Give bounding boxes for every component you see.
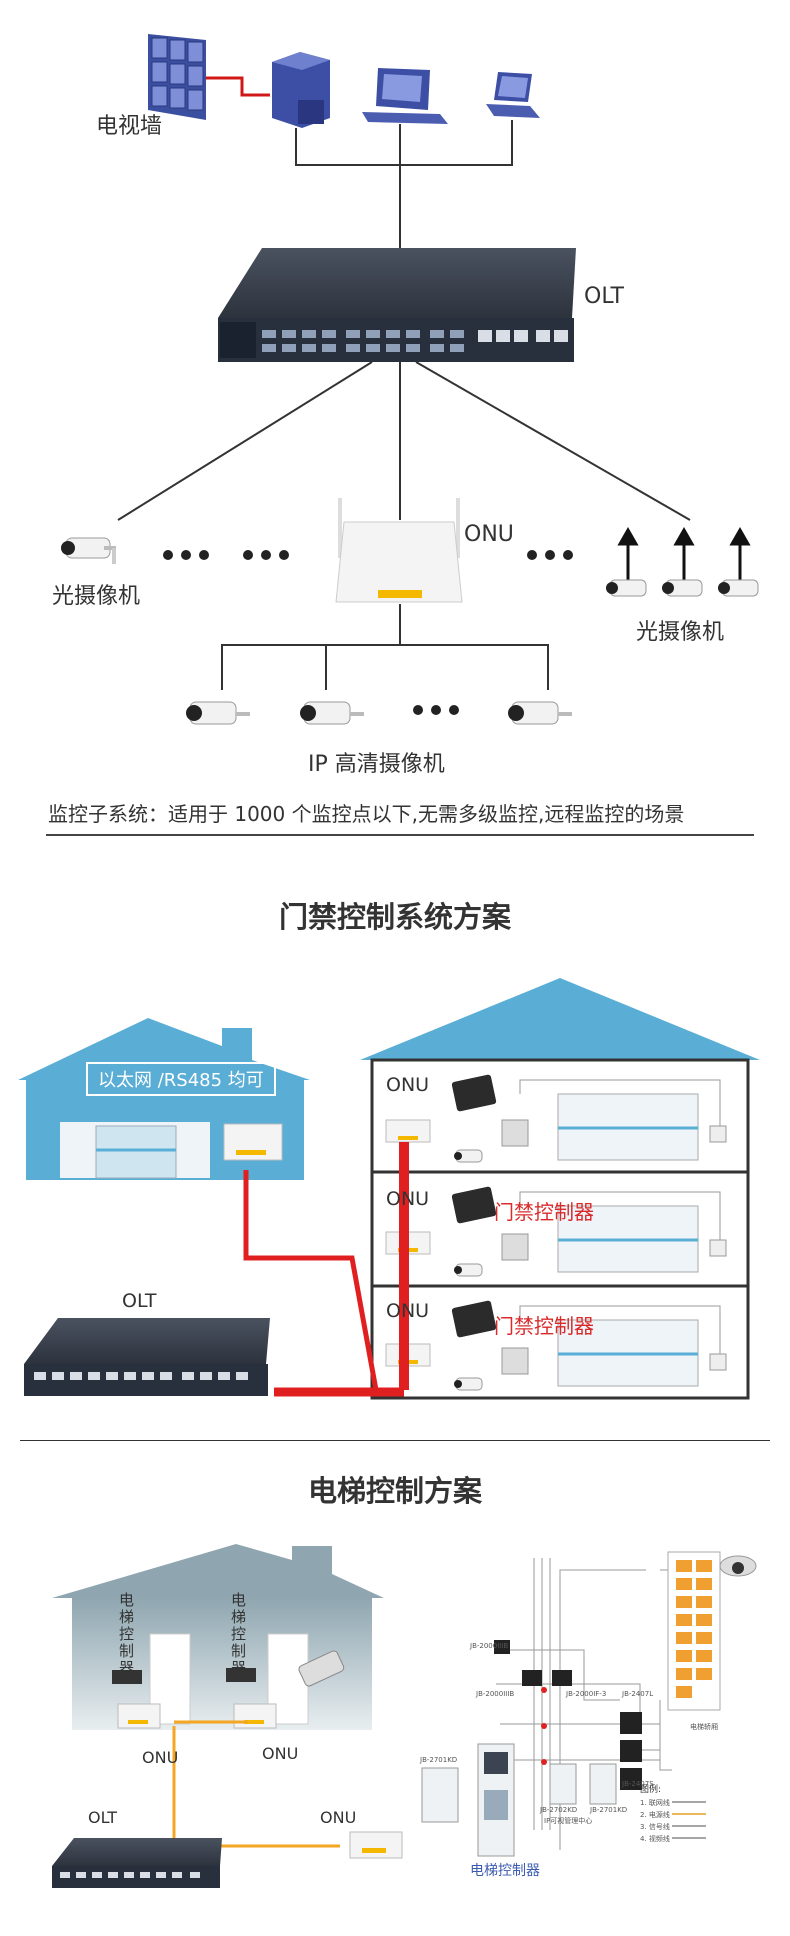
- automatic-doors-icons: [557, 1093, 699, 1387]
- elevator-onu-label-3: ONU: [320, 1808, 357, 1827]
- wiring-label-1: JB-2000IIIB: [476, 1690, 515, 1698]
- elevator-controller-label: 电梯控制器: [470, 1863, 540, 1879]
- onu-device-icon: [335, 498, 463, 603]
- elevator-olt-label: OLT: [88, 1808, 118, 1827]
- optical-camera-icons-right: [606, 526, 759, 597]
- olt-device-icon-2: [24, 1318, 270, 1396]
- ip-camera-icons: [186, 701, 572, 725]
- ellipsis-dots-bottom: [413, 705, 459, 715]
- legend-lines: [672, 1801, 706, 1839]
- floor-camera-icons: [454, 1149, 483, 1391]
- ip-camera-lines: [221, 604, 549, 690]
- intercom-panels-icon: [421, 1743, 617, 1857]
- wiring-label-6: JB-2702KD: [540, 1806, 578, 1814]
- onu-label: ONU: [464, 522, 514, 547]
- ellipsis-dots-left: [163, 550, 289, 560]
- wiring-label-3: JB-2407L: [622, 1690, 654, 1698]
- olt-fanout-lines: [117, 361, 691, 521]
- ip-camera-label: IP 高清摄像机: [308, 752, 445, 777]
- legend-item-3: 3. 信号线: [640, 1823, 670, 1831]
- access-controller-label-2: 门禁控制器: [494, 1314, 594, 1338]
- tv-wall-icon: [148, 34, 206, 120]
- elevator-control-title: 电梯控制方案: [307, 1474, 482, 1508]
- elevator-wiring-schematic: [496, 1558, 678, 1850]
- onu-label-floor-2: ONU: [386, 1188, 430, 1210]
- red-fiber-cables: [243, 1142, 409, 1397]
- olt-label: OLT: [584, 284, 624, 309]
- optical-camera-label-right: 光摄像机: [636, 620, 725, 645]
- legend-item-2: 2. 电源线: [640, 1811, 670, 1819]
- tv-wall-cable: [206, 76, 270, 97]
- elevator-camera-icon: [298, 1650, 345, 1687]
- pc-connection-lines: [295, 120, 513, 248]
- elevator-onu-label-1: ONU: [142, 1748, 179, 1767]
- workstation-icon: [272, 52, 330, 128]
- desktop-computer-icon: [362, 68, 448, 124]
- access-controller-label-1: 门禁控制器: [494, 1200, 594, 1224]
- left-house-onu-icon: [223, 1123, 283, 1161]
- wiring-label-4: JB-2407S: [622, 1780, 654, 1788]
- optical-camera-label-left: 光摄像机: [52, 584, 141, 609]
- laptop-icon: [486, 72, 540, 118]
- wiring-label-2: JB-2000IF-3: [566, 1690, 607, 1698]
- orange-network-cables: [172, 1720, 340, 1848]
- olt-device-icon: [218, 248, 576, 362]
- floor-wiring-lines: [519, 1079, 721, 1354]
- ellipsis-dots-right: [527, 550, 573, 560]
- card-reader-icons: [451, 1074, 497, 1338]
- elevator-onu-label-2: ONU: [262, 1744, 299, 1763]
- olt-label-2: OLT: [122, 1290, 157, 1312]
- access-control-title: 门禁控制系统方案: [278, 900, 511, 934]
- wiring-label-5: JB-2701KD: [420, 1756, 458, 1764]
- elevator-onu-icons: [117, 1703, 403, 1859]
- monitoring-caption: 监控子系统：适用于 1000 个监控点以下,无需多级监控,远程监控的场景: [48, 802, 685, 826]
- wiring-label-8: 电梯轿厢: [690, 1723, 718, 1731]
- optical-camera-icon-left: [61, 537, 116, 564]
- building-elevator-icon: [52, 1544, 384, 1730]
- access-keypad-icons: [501, 1119, 727, 1375]
- dome-camera-icon: [719, 1555, 757, 1577]
- caption-underline: [46, 834, 754, 836]
- schematic-modules: [494, 1640, 642, 1790]
- section-divider: [20, 1440, 770, 1441]
- onu-label-floor-3: ONU: [386, 1300, 430, 1322]
- elevator-controller-vertical-label-2: 电梯控制器: [229, 1592, 247, 1677]
- elevator-car-panel-icon: [667, 1551, 721, 1711]
- legend-item-4: 4. 视频线: [640, 1835, 670, 1843]
- legend-item-1: 1. 联网线: [640, 1799, 670, 1807]
- wiring-label-0: JB-2000IIIB: [470, 1642, 509, 1650]
- legend-title: 图例:: [640, 1785, 662, 1795]
- olt-device-icon-3: [52, 1838, 222, 1888]
- tv-wall-label: 电视墙: [96, 114, 163, 139]
- wiring-label-9: IP可视管理中心: [544, 1817, 593, 1825]
- elevator-controller-vertical-label-1: 电梯控制器: [117, 1592, 135, 1677]
- wiring-label-7: JB-2701KD: [590, 1806, 628, 1814]
- ethernet-rs485-tag: 以太网 /RS485 均可: [86, 1062, 276, 1096]
- onu-label-floor-1: ONU: [386, 1074, 430, 1096]
